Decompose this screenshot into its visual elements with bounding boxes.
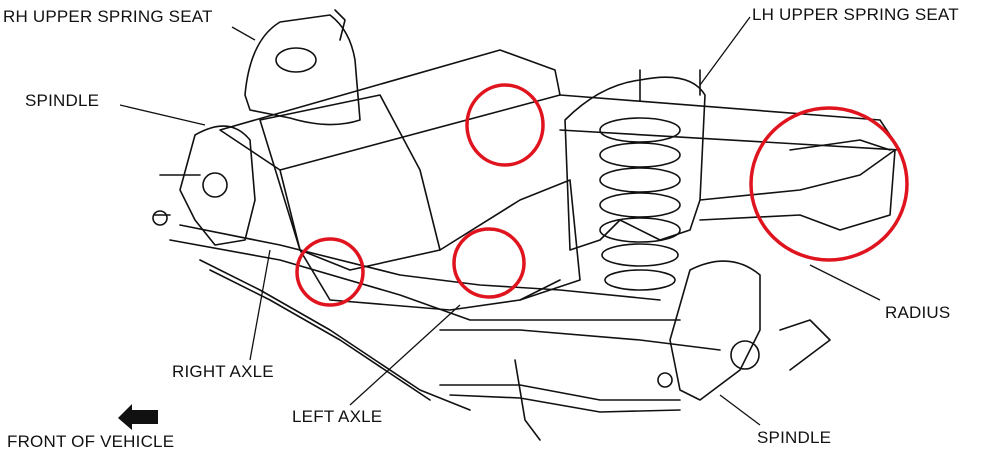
highlight-right-axle-pivot [295, 237, 365, 307]
leader-lines [119, 16, 881, 426]
arrow-left-icon [118, 404, 158, 430]
highlight-circles [295, 83, 909, 307]
rh-spindle [179, 125, 256, 246]
label-spindle-lh: SPINDLE [757, 428, 832, 447]
label-front-of-vehicle: FRONT OF VEHICLE [7, 432, 175, 451]
label-radius: RADIUS [885, 303, 951, 322]
rh-spring-seat [244, 14, 361, 126]
highlight-crossmember-bushing [465, 83, 545, 167]
coil-spring [599, 117, 681, 291]
label-spindle-rh: SPINDLE [25, 91, 100, 110]
highlight-left-axle-pivot [452, 227, 526, 299]
label-lh-upper-spring-seat: LH UPPER SPRING SEAT [752, 5, 959, 24]
lh-spindle [669, 260, 761, 401]
right-axle [179, 224, 661, 301]
lh-spring-seat [564, 76, 706, 251]
label-left-axle: LEFT AXLE [292, 407, 383, 426]
radius-arm [699, 149, 896, 231]
label-rh-upper-spring-seat: RH UPPER SPRING SEAT [3, 7, 213, 26]
frame-rail [219, 49, 561, 171]
label-right-axle: RIGHT AXLE [172, 362, 274, 381]
tie-rod [199, 259, 471, 411]
highlight-radius-bracket [749, 106, 909, 262]
left-axle [439, 329, 721, 351]
